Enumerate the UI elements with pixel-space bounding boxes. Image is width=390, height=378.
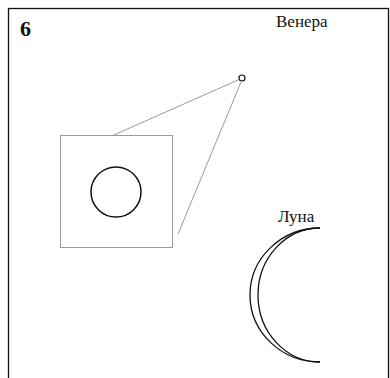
panel-number-text: 6 (20, 16, 31, 41)
zoom-box (61, 136, 173, 248)
moon-crescent (258, 228, 320, 362)
venus-disk (91, 167, 141, 217)
venus-dot (239, 75, 245, 81)
moon-label-text: Луна (278, 207, 314, 226)
panel-frame (9, 9, 389, 378)
planet-label-text: Венера (276, 12, 328, 31)
moon-crescent (250, 228, 320, 362)
panel-number: 6 (20, 18, 31, 40)
zoom-line (178, 82, 241, 234)
planet-label: Венера (276, 13, 328, 31)
moon-label: Луна (278, 208, 314, 226)
